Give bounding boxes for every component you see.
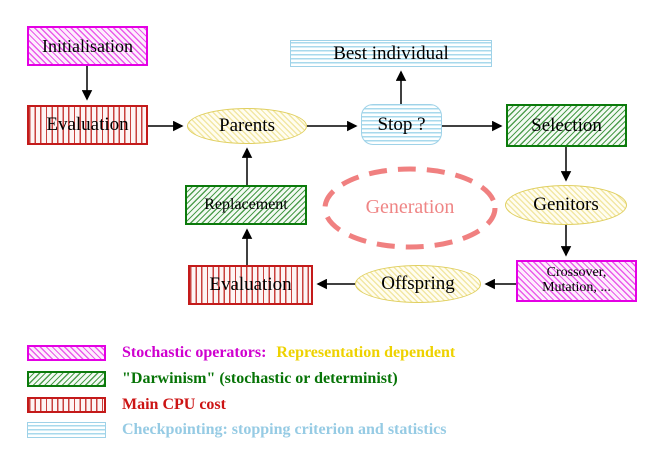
- legend-swatch-checkpointing: [27, 422, 106, 438]
- node-initialisation: Initialisation: [27, 26, 148, 66]
- generation-label: Generation: [365, 196, 455, 218]
- legend-label-representation: Representation dependent: [276, 344, 456, 361]
- legend-row-stochastic: Stochastic operators: Representation depe…: [27, 344, 455, 362]
- node-stop: Stop ?: [361, 104, 442, 145]
- legend-label-cpu: Main CPU cost: [122, 396, 226, 413]
- legend-label-stochastic: Stochastic operators:: [122, 344, 267, 361]
- node-evaluation-bottom: Evaluation: [188, 265, 313, 305]
- legend-swatch-cpu: [27, 397, 106, 413]
- node-best-individual: Best individual: [290, 40, 492, 67]
- legend-swatch-stochastic: [27, 345, 106, 361]
- legend-label-darwinism: "Darwinism" (stochastic or determinist): [122, 370, 398, 387]
- legend-swatch-darwinism: [27, 371, 106, 387]
- node-crossover-mutation: Crossover, Mutation, ...: [516, 260, 637, 302]
- crossover-line1: Crossover,: [546, 265, 607, 281]
- node-genitors: Genitors: [505, 185, 627, 225]
- node-parents: Parents: [187, 108, 307, 144]
- legend-label-checkpointing: Checkpointing: stopping criterion and st…: [122, 421, 447, 438]
- crossover-line2: Mutation, ...: [542, 280, 611, 295]
- legend-row-darwinism: "Darwinism" (stochastic or determinist): [27, 370, 398, 388]
- legend-row-checkpointing: Checkpointing: stopping criterion and st…: [27, 421, 446, 439]
- node-offspring: Offspring: [355, 265, 481, 303]
- node-selection: Selection: [506, 104, 627, 147]
- node-replacement: Replacement: [185, 185, 307, 225]
- legend-row-cpu: Main CPU cost: [27, 396, 226, 414]
- node-evaluation-top: Evaluation: [27, 105, 148, 145]
